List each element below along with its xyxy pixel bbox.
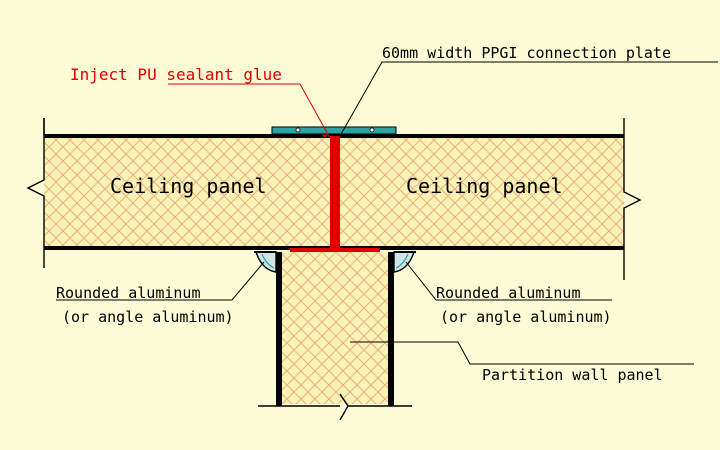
- ceiling-bottom-skin-left: [44, 246, 330, 250]
- leader-plate: [339, 61, 718, 137]
- pu-sealant-bottom: [290, 248, 380, 252]
- label-alu-right-2: (or angle aluminum): [440, 308, 612, 326]
- label-partition: Partition wall panel: [482, 366, 663, 384]
- pu-sealant-injection: [330, 136, 340, 250]
- partition-base-break: [339, 393, 412, 421]
- label-ceiling-right: Ceiling panel: [406, 174, 563, 198]
- ceiling-panel-right-core: [340, 138, 624, 248]
- leader-partition: [350, 341, 694, 365]
- label-ceiling-left: Ceiling panel: [110, 174, 267, 198]
- plate-rivet-1: [295, 127, 301, 133]
- label-sealant: Inject PU sealant glue: [70, 65, 282, 84]
- ceiling-right-break: [623, 118, 642, 280]
- partition-skin-left: [276, 252, 282, 406]
- ppgi-connection-plate: [271, 126, 397, 135]
- partition-wall-core: [280, 252, 390, 404]
- leader-sealant: [168, 83, 331, 139]
- rounded-aluminum-right-inner: [395, 253, 409, 269]
- ceiling-bottom-skin-right: [340, 246, 624, 250]
- label-alu-right-1: Rounded aluminum: [436, 284, 581, 302]
- leader-alu-left: [56, 261, 265, 301]
- ceiling-panel-left-core: [44, 138, 330, 248]
- ceiling-left-break: [26, 118, 45, 268]
- partition-skin-right: [388, 252, 394, 406]
- label-alu-left-2: (or angle aluminum): [62, 308, 234, 326]
- leader-alu-right: [405, 261, 612, 301]
- plate-rivet-2: [369, 127, 375, 133]
- rounded-aluminum-left-inner: [261, 253, 275, 269]
- label-alu-left-1: Rounded aluminum: [56, 284, 201, 302]
- label-plate: 60mm width PPGI connection plate: [382, 44, 671, 62]
